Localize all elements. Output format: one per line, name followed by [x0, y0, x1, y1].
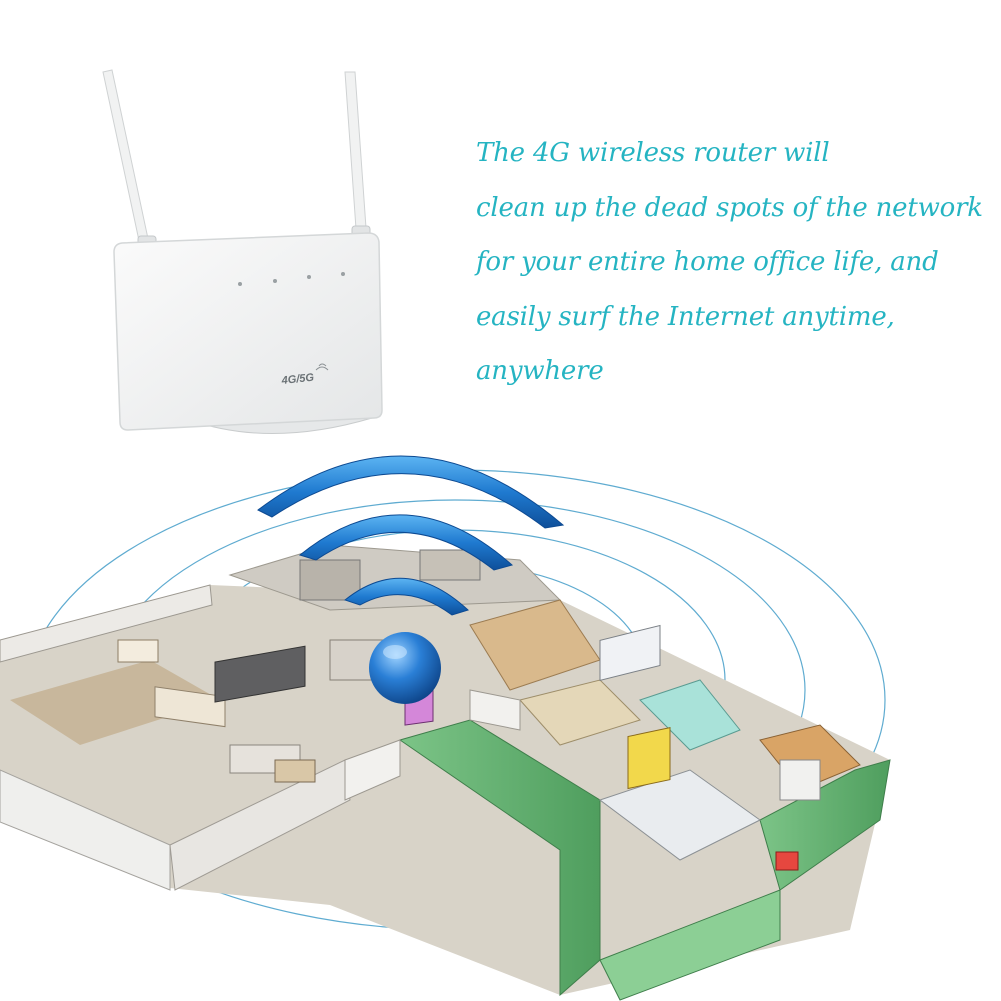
caption-line-1: The 4G wireless router will — [476, 138, 830, 168]
caption: The 4G wireless router will clean up the… — [476, 140, 996, 413]
caption-line-3: for your entire home office life, and — [476, 247, 939, 277]
caption-line-4: easily surf the Internet anytime, — [476, 301, 895, 332]
house-floorplan — [0, 544, 891, 1001]
router: 4G/5G — [102, 69, 383, 434]
caption-line-2: clean up the dead spots of the network — [476, 192, 983, 223]
antenna-right — [344, 71, 371, 249]
router-label: 4G/5G — [280, 372, 315, 387]
caption-line-5: anywhere — [476, 356, 604, 386]
wifi-icon — [257, 455, 565, 704]
antenna-left — [102, 69, 157, 261]
